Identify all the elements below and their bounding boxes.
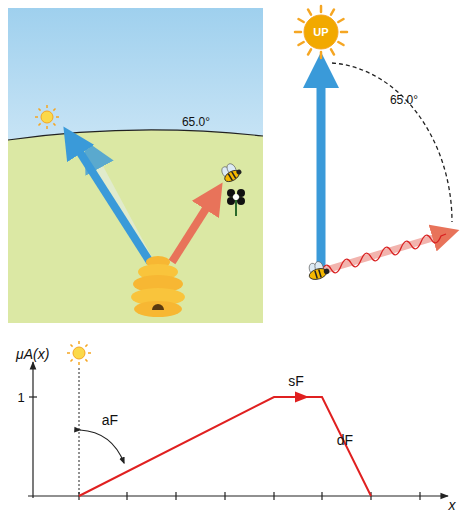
dance-angle-figure — [306, 63, 452, 281]
angle-label: 65.0° — [390, 94, 418, 106]
axis-label: μA(x) — [16, 347, 49, 361]
axis-label: x — [449, 498, 456, 512]
angle-label: aF — [102, 413, 118, 427]
membership-chart — [28, 341, 448, 500]
curve-label: dF — [337, 433, 353, 447]
curve-label: sF — [288, 374, 304, 388]
sun-label: UP — [302, 13, 340, 51]
field-scene — [8, 8, 263, 323]
axis-tick-label: 1 — [17, 391, 24, 404]
sun-circle: UP — [302, 13, 340, 51]
angle-label: 65.0° — [182, 116, 210, 128]
